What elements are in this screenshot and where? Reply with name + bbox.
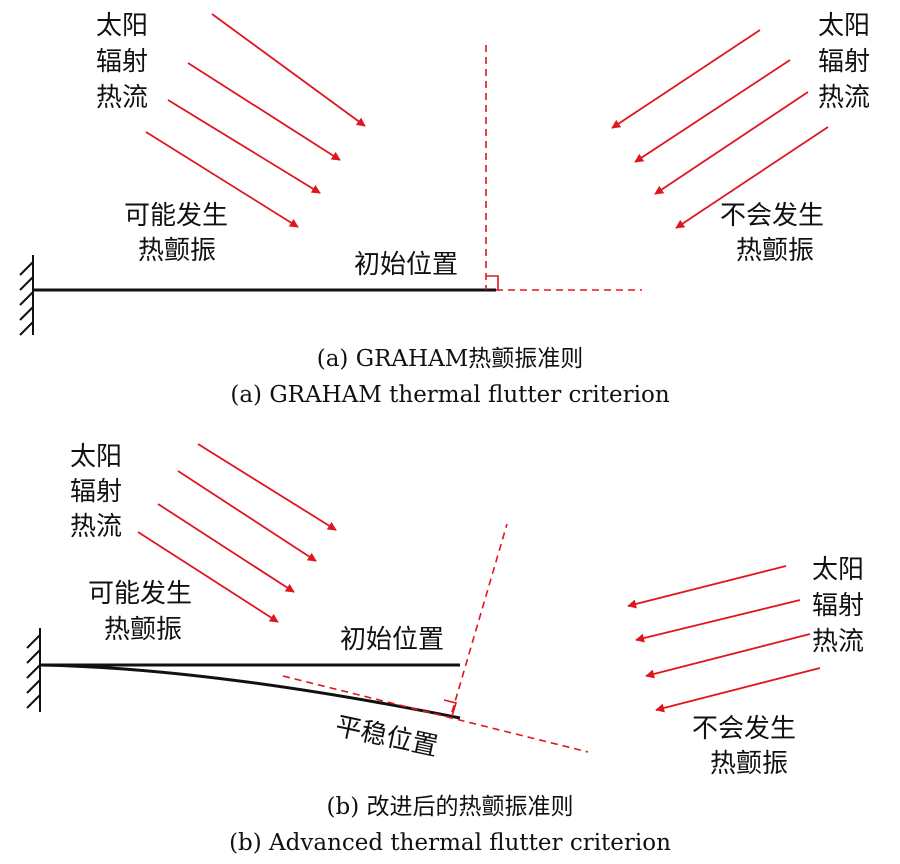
caption-b-cn: (b) 改进后的热颤振准则 [327, 794, 574, 820]
arrow-a-l2 [187, 62, 341, 161]
heat-label-a-right-1: 太阳 [818, 11, 870, 41]
heat-label-a-left-2: 辐射 [96, 47, 148, 77]
arrow-b-l3 [157, 503, 295, 593]
heat-label-b-left-2: 辐射 [70, 477, 122, 507]
arrow-a-l4 [145, 131, 299, 228]
arrow-b-r4 [655, 667, 821, 713]
right-angle-mark-a [486, 275, 499, 290]
heat-label-b-right-3: 热流 [812, 627, 864, 657]
right-heat-arrows-a [611, 29, 829, 229]
arrow-b-l1 [197, 443, 337, 531]
arrow-a-l3 [167, 99, 321, 194]
arrow-b-r3 [645, 633, 811, 679]
heat-label-b-right-2: 辐射 [812, 591, 864, 621]
arrow-b-r1 [627, 565, 787, 609]
fixed-wall-b [26, 628, 41, 712]
heat-label-b-left-3: 热流 [70, 512, 122, 542]
panel-b: 太阳 辐射 热流 可能发生 热颤振 太阳 辐射 热流 不会发生 热颤振 初始位置… [26, 442, 864, 856]
effect-label-b-left-2: 热颤振 [104, 615, 182, 645]
right-angle-mark-b [443, 699, 458, 717]
effect-label-a-right-2: 热颤振 [736, 236, 814, 266]
left-heat-arrows-a [145, 13, 366, 228]
initial-position-label-a: 初始位置 [354, 250, 458, 280]
effect-label-a-left-1: 可能发生 [124, 201, 228, 231]
arrow-a-r3 [654, 91, 809, 195]
arrow-a-r1 [611, 29, 761, 129]
effect-label-b-right-2: 热颤振 [710, 749, 788, 779]
beam-stable-b [39, 663, 461, 720]
arrow-a-r2 [634, 59, 791, 163]
panel-a: 太阳 辐射 热流 可能发生 热颤振 太阳 辐射 热流 不会发生 热颤振 初始位置… [19, 11, 870, 408]
fixed-wall-a [19, 255, 34, 336]
effect-label-a-left-2: 热颤振 [138, 236, 216, 266]
arrow-b-l4 [137, 531, 279, 623]
initial-position-label-b: 初始位置 [340, 625, 444, 655]
heat-label-a-left-3: 热流 [96, 83, 148, 113]
heat-label-a-left-1: 太阳 [96, 11, 148, 41]
heat-label-b-left-1: 太阳 [70, 442, 122, 472]
left-heat-arrows-b [137, 443, 337, 623]
effect-label-a-right-1: 不会发生 [720, 201, 824, 231]
arrow-a-l1 [211, 13, 366, 127]
arrow-b-l2 [177, 470, 317, 562]
dashed-normal-b [451, 523, 508, 713]
arrow-b-r2 [635, 599, 801, 643]
heat-label-a-right-3: 热流 [818, 83, 870, 113]
caption-a-cn: (a) GRAHAM热颤振准则 [317, 346, 584, 372]
effect-label-b-left-1: 可能发生 [88, 579, 192, 609]
arrow-a-r4 [675, 126, 829, 229]
right-heat-arrows-b [627, 565, 821, 713]
effect-label-b-right-1: 不会发生 [692, 714, 796, 744]
stable-position-label-b: 平稳位置 [333, 712, 441, 763]
caption-b-en: (b) Advanced thermal flutter criterion [229, 830, 671, 856]
dashed-tangent-b [282, 675, 589, 753]
heat-label-a-right-2: 辐射 [818, 47, 870, 77]
caption-a-en: (a) GRAHAM thermal flutter criterion [230, 382, 669, 408]
heat-label-b-right-1: 太阳 [812, 555, 864, 585]
